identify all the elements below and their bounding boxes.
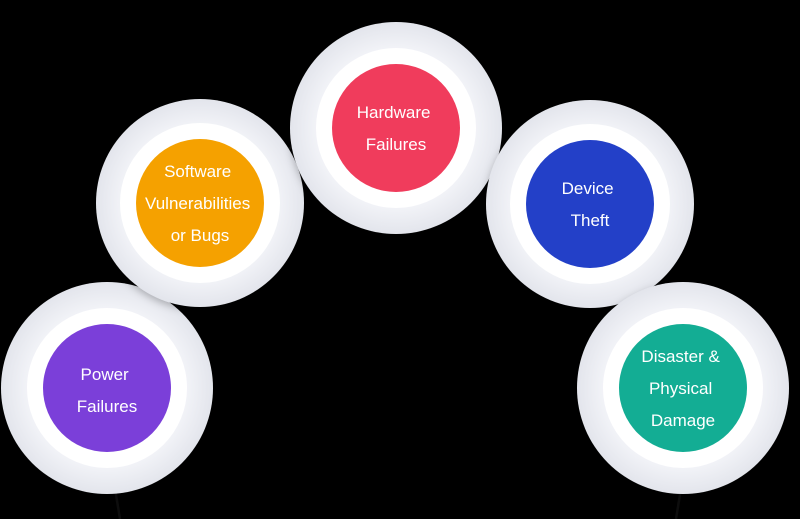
label-line: Damage [651,411,715,430]
node-device-theft: Device Theft [486,100,694,308]
label-line: Physical [649,379,712,398]
node-label: Disaster & Physical Damage [641,347,724,430]
label-line: Hardware [357,103,431,122]
label-line: Failures [366,135,426,154]
node-core-circle [526,140,654,268]
node-label: Hardware Failures [357,103,435,154]
node-label: Power Failures [77,365,137,416]
label-line: or Bugs [171,226,230,245]
label-line: Power [81,365,130,384]
node-core-circle [136,139,264,267]
label-line: Disaster & [641,347,720,366]
node-label: Device Theft [562,179,619,230]
label-line: Theft [571,211,610,230]
label-line: Software [164,162,231,181]
node-software-vulnerabilities: Software Vulnerabilities or Bugs [96,99,304,307]
node-core-circle [619,324,747,452]
node-hardware-failures: Hardware Failures [290,22,502,234]
node-disaster-physical-damage: Disaster & Physical Damage [577,282,789,494]
node-core-circle [43,324,171,452]
node-power-failures: Power Failures [1,282,213,494]
label-line: Failures [77,397,137,416]
label-line: Vulnerabilities [145,194,250,213]
node-core-circle [332,64,460,192]
label-line: Device [562,179,614,198]
node-label: Software Vulnerabilities or Bugs [145,162,255,245]
